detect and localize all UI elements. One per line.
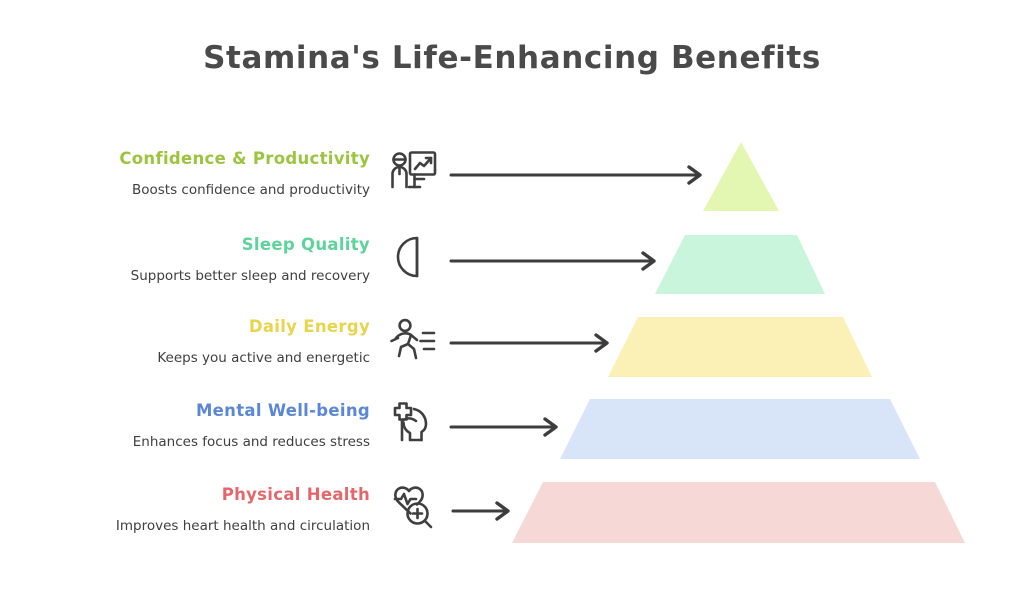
- benefit-subtitle: Keeps you active and energetic: [157, 350, 370, 366]
- benefit-row-sleep: Sleep Quality Supports better sleep and …: [0, 234, 1024, 320]
- benefit-title: Physical Health: [221, 485, 370, 504]
- benefit-subtitle: Enhances focus and reduces stress: [132, 434, 370, 450]
- presentation-chart-person-icon: [386, 147, 440, 201]
- connector-arrow: [449, 164, 708, 188]
- benefit-text-block: Daily Energy Keeps you active and energe…: [40, 316, 370, 369]
- benefit-row-mental: Mental Well-being Enhances focus and red…: [0, 400, 1024, 486]
- benefit-subtitle: Boosts confidence and productivity: [131, 182, 370, 198]
- connector-arrow: [449, 250, 662, 274]
- connector-arrow: [449, 416, 566, 440]
- benefit-title: Mental Well-being: [195, 401, 370, 420]
- connector-arrow: [449, 332, 616, 356]
- half-moon-icon: [392, 232, 446, 286]
- benefit-text-block: Physical Health Improves heart health an…: [40, 484, 370, 537]
- benefit-title: Daily Energy: [248, 317, 370, 336]
- benefit-title: Confidence & Productivity: [119, 149, 370, 168]
- benefit-text-block: Mental Well-being Enhances focus and red…: [40, 400, 370, 453]
- benefit-row-physical: Physical Health Improves heart health an…: [0, 484, 1024, 570]
- benefit-subtitle: Improves heart health and circulation: [115, 518, 370, 534]
- page-title: Stamina's Life-Enhancing Benefits: [203, 40, 821, 76]
- head-medical-cross-icon: [386, 397, 440, 451]
- running-person-icon: [386, 314, 440, 368]
- benefit-row-energy: Daily Energy Keeps you active and energe…: [0, 316, 1024, 402]
- benefit-text-block: Sleep Quality Supports better sleep and …: [40, 234, 370, 287]
- benefit-title: Sleep Quality: [241, 235, 370, 254]
- connector-arrow: [451, 500, 518, 524]
- benefit-subtitle: Supports better sleep and recovery: [130, 268, 370, 284]
- heart-pulse-search-icon: [386, 480, 440, 534]
- benefit-text-block: Confidence & Productivity Boosts confide…: [40, 148, 370, 201]
- benefit-row-confidence: Confidence & Productivity Boosts confide…: [0, 148, 1024, 234]
